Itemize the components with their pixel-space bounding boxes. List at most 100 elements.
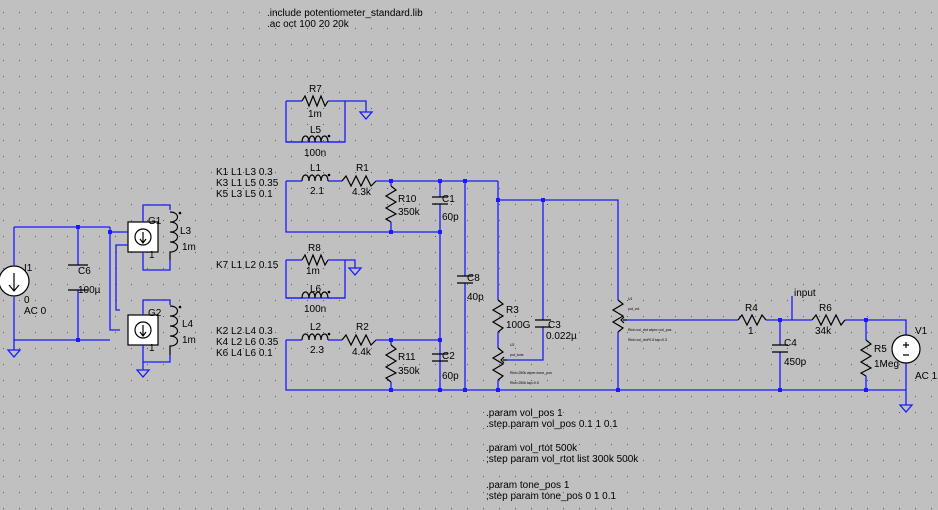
pot-vol-ref: U1 xyxy=(628,297,633,301)
label-r6-value: 34k xyxy=(815,326,832,337)
coupling-k4: K4 L2 L6 0.35 xyxy=(216,337,279,348)
directive-ac: .ac oct 100 20 20k xyxy=(267,19,350,30)
label-c6-value: 100µ xyxy=(78,285,101,296)
label-c1-name: C1 xyxy=(442,194,455,205)
resistor-r11[interactable] xyxy=(384,344,398,383)
vccs-g2[interactable] xyxy=(127,307,159,354)
coupling-k5: K5 L3 L5 0.1 xyxy=(216,189,273,200)
pot-tone-model: pot_tone xyxy=(510,353,524,357)
label-l2-name: L2 xyxy=(310,322,322,333)
resistor-r7[interactable] xyxy=(301,94,329,108)
label-l3-name: L3 xyxy=(180,226,192,237)
pot-vol-model: pot_vol xyxy=(628,307,640,311)
label-r4-name: R4 xyxy=(745,303,758,314)
coupling-k6: K6 L4 L6 0.1 xyxy=(216,348,273,359)
label-r1-name: R1 xyxy=(356,163,369,174)
potentiometer-tone[interactable] xyxy=(491,347,507,381)
label-g1-name: G1 xyxy=(148,216,162,227)
net-label-input: input xyxy=(794,288,816,299)
label-r7-value: 1m xyxy=(308,109,322,120)
inductor-l2[interactable] xyxy=(301,332,331,341)
resistor-r10[interactable] xyxy=(384,185,398,223)
capacitor-c3[interactable] xyxy=(535,319,551,328)
label-l5-name: L5 xyxy=(310,125,322,136)
label-l4-value: 1m xyxy=(182,335,196,346)
label-i1-value: 0 xyxy=(24,295,30,306)
ground-symbols xyxy=(6,111,914,413)
label-c6-name: C6 xyxy=(78,266,91,277)
inductor-l5[interactable] xyxy=(301,134,331,143)
inductor-l6[interactable] xyxy=(301,290,331,299)
label-r7-name: R7 xyxy=(309,84,322,95)
resistor-r6[interactable] xyxy=(811,313,846,327)
spice-directives: .include potentiometer_standard.lib .ac … xyxy=(267,8,639,502)
label-r5-name: R5 xyxy=(874,344,887,355)
label-i1-name: I1 xyxy=(24,263,33,274)
voltage-source-v1[interactable] xyxy=(891,334,921,364)
label-v1-value: AC 1 xyxy=(915,371,938,382)
label-r10-value: 350k xyxy=(398,207,421,218)
label-g1-value: 1 xyxy=(149,250,155,261)
net-label-input-text: input xyxy=(794,288,816,299)
coupling-k1: K1 L1 L3 0.3 xyxy=(216,167,273,178)
pot-tone-param2: Rtot=250k tap=0.5 xyxy=(510,381,539,385)
capacitor-c2[interactable] xyxy=(432,353,448,362)
label-l6-name: L6 xyxy=(310,284,322,295)
label-r6-name: R6 xyxy=(819,303,832,314)
resistor-r1[interactable] xyxy=(341,174,377,188)
pot-tone-param1: Rtot=250k wiper=tone_pos xyxy=(510,371,552,375)
inductor-l3[interactable] xyxy=(169,211,182,260)
label-c3-value: 0.022µ xyxy=(546,331,577,342)
directive-param-tone-pos: .param tone_pos 1 xyxy=(486,480,570,491)
vccs-g1[interactable] xyxy=(120,215,159,262)
directive-param-vol-rtot: .param vol_rtot 500k xyxy=(486,443,578,454)
label-r8-value: 1m xyxy=(306,266,320,277)
label-l2-value: 2.3 xyxy=(310,345,324,356)
capacitor-c4[interactable] xyxy=(772,344,788,353)
label-l5-value: 100n xyxy=(304,148,326,159)
pot-tone-ref: U2 xyxy=(510,343,515,347)
label-r11-value: 350k xyxy=(398,366,421,377)
capacitor-c1[interactable] xyxy=(432,196,448,205)
resistor-r5[interactable] xyxy=(859,339,873,377)
wires[interactable] xyxy=(13,100,907,405)
label-r2-name: R2 xyxy=(356,322,369,333)
label-r10-name: R10 xyxy=(398,194,417,205)
potentiometer-volume[interactable] xyxy=(611,299,627,333)
label-c4-value: 450p xyxy=(784,357,807,368)
resistor-r4[interactable] xyxy=(737,313,767,327)
label-g2-value: 1 xyxy=(149,343,155,354)
inductor-l1[interactable] xyxy=(301,173,331,182)
junction-dots xyxy=(76,179,868,392)
label-l6-value: 100n xyxy=(304,304,326,315)
label-r8-name: R8 xyxy=(308,243,321,254)
label-r3-value: 100G xyxy=(506,320,531,331)
label-r1-value: 4.3k xyxy=(352,187,372,198)
label-r4-value: 1 xyxy=(748,326,754,337)
current-source-i1[interactable] xyxy=(0,265,30,297)
coupling-statements: K1 L1 L3 0.3 K3 L1 L5 0.35 K5 L3 L5 0.1 … xyxy=(216,167,279,359)
label-r3-name: R3 xyxy=(506,305,519,316)
resistor-r8[interactable] xyxy=(301,253,329,267)
capacitor-c6[interactable] xyxy=(68,264,88,291)
label-c2-value: 60p xyxy=(442,371,459,382)
component-labels: I1 0 AC 0 C6 100µ G1 1 G2 1 L3 1m L4 1m … xyxy=(24,84,938,382)
capacitor-c8[interactable] xyxy=(457,275,473,284)
label-c3-name: C3 xyxy=(548,320,561,331)
directive-param-vol-pos: .param vol_pos 1 xyxy=(486,408,563,419)
label-c4-name: C4 xyxy=(784,338,797,349)
resistor-r2[interactable] xyxy=(341,333,377,347)
label-v1-name: V1 xyxy=(915,326,928,337)
label-c8-value: 40p xyxy=(467,292,484,303)
coupling-k3: K3 L1 L5 0.35 xyxy=(216,178,279,189)
inductor-l4[interactable] xyxy=(169,305,182,355)
pot-vol-param1: Rtot=vol_rtot wiper=vol_pos xyxy=(628,328,672,332)
label-i1-value2: AC 0 xyxy=(24,306,47,317)
resistor-r3[interactable] xyxy=(491,299,505,333)
label-c2-name: C2 xyxy=(442,351,455,362)
coupling-k7: K7 L1 L2 0.15 xyxy=(216,260,279,271)
label-l1-name: L1 xyxy=(310,163,322,174)
label-g2-name: G2 xyxy=(148,308,162,319)
label-l4-name: L4 xyxy=(182,319,194,330)
